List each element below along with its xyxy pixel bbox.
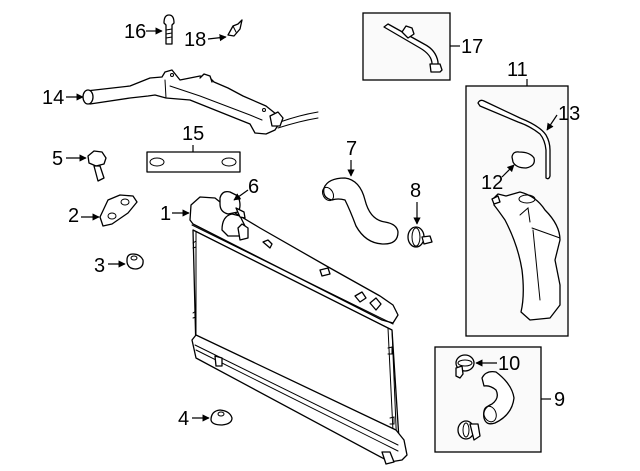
- callout-15: 15: [182, 123, 204, 152]
- callout-label-11: 11: [507, 59, 528, 81]
- callout-label-9: 9: [554, 389, 565, 411]
- callout-13: 13: [546, 103, 580, 131]
- part-16-bolt[interactable]: [163, 14, 175, 45]
- part-3-grommet[interactable]: [126, 253, 144, 270]
- callout-5: 5: [52, 148, 87, 170]
- callout-label-15: 15: [182, 123, 204, 145]
- callout-label-18: 18: [184, 29, 206, 51]
- callout-16: 16: [124, 21, 163, 43]
- callout-label-17: 17: [461, 36, 483, 58]
- callout-9: 9: [541, 389, 565, 411]
- part-11-box[interactable]: [465, 85, 569, 337]
- part-17-box[interactable]: [362, 12, 451, 81]
- callout-11: 11: [507, 59, 528, 86]
- callout-12: 12: [481, 164, 515, 194]
- callout-label-7: 7: [346, 138, 357, 160]
- callout-label-3: 3: [94, 255, 105, 277]
- callout-2: 2: [68, 205, 100, 227]
- callout-8: 8: [410, 180, 421, 225]
- callout-label-6: 6: [248, 176, 259, 198]
- callout-17: 17: [450, 36, 483, 58]
- part-5-bolt[interactable]: [87, 150, 107, 182]
- callout-label-10: 10: [498, 353, 520, 375]
- callout-label-2: 2: [68, 205, 79, 227]
- part-8-hose-clamp[interactable]: [407, 226, 433, 248]
- part-1-radiator[interactable]: [189, 196, 408, 465]
- callout-3: 3: [94, 255, 126, 277]
- callout-label-16: 16: [124, 21, 146, 43]
- part-14-water-pipe[interactable]: [82, 69, 319, 135]
- callout-7: 7: [346, 138, 357, 177]
- callout-label-12: 12: [481, 172, 503, 194]
- callout-6: 6: [233, 176, 259, 201]
- callout-10: 10: [475, 353, 520, 375]
- callout-4: 4: [178, 408, 210, 430]
- part-15-gasket[interactable]: [146, 151, 241, 173]
- callout-label-14: 14: [42, 87, 64, 109]
- part-2-bracket[interactable]: [99, 194, 138, 227]
- callout-label-1: 1: [160, 203, 171, 225]
- callout-label-4: 4: [178, 408, 189, 430]
- callout-label-13: 13: [558, 103, 580, 125]
- callout-14: 14: [42, 87, 84, 109]
- callout-1: 1: [160, 203, 190, 225]
- part-4-grommet[interactable]: [210, 409, 233, 426]
- part-7-upper-hose[interactable]: [320, 177, 399, 245]
- callout-label-5: 5: [52, 148, 63, 170]
- callout-label-8: 8: [410, 180, 421, 202]
- part-18-fitting[interactable]: [227, 19, 243, 37]
- callout-18: 18: [184, 29, 227, 51]
- part-9-box[interactable]: [434, 346, 542, 453]
